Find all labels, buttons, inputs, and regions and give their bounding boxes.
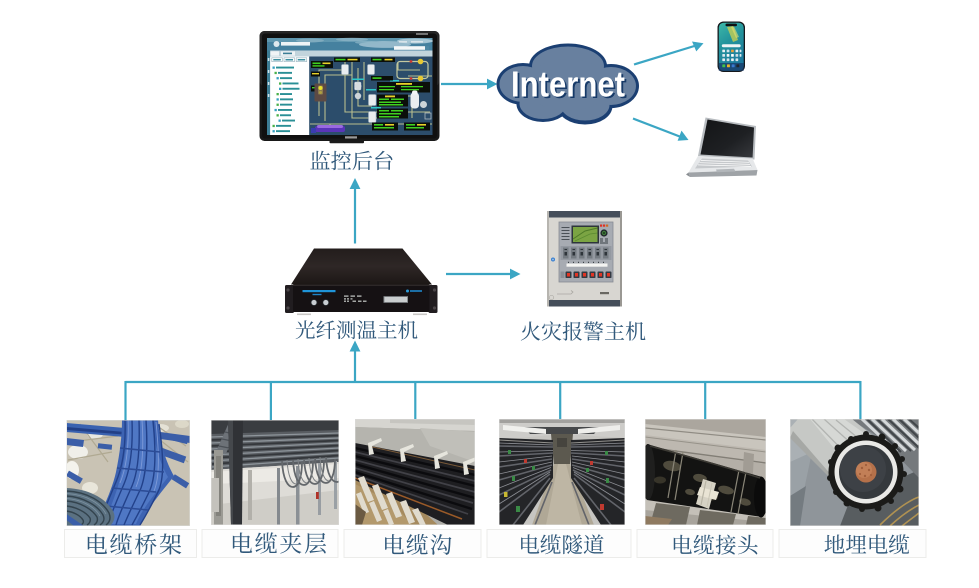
svg-text:Internet: Internet — [511, 64, 625, 105]
svg-text:Internet: Internet — [513, 65, 627, 106]
